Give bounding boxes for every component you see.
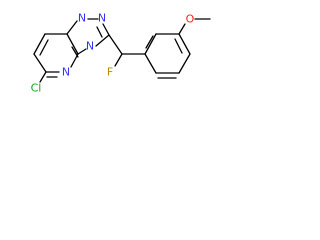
- bond: [95, 34, 110, 47]
- bond: [96, 26, 103, 38]
- atom-oxygen: O: [186, 13, 195, 26]
- bond: [108, 34, 123, 55]
- bond: [39, 71, 47, 83]
- bond: [39, 39, 49, 56]
- atom-n-pyridazine: N: [62, 66, 70, 79]
- bond: [70, 53, 79, 68]
- atom-n-triazole-top: N: [78, 12, 86, 25]
- bond: [77, 48, 87, 55]
- bond: [114, 53, 123, 67]
- atom-fluorine: F: [107, 66, 113, 79]
- bond: [33, 33, 46, 55]
- atom-chlorine: Cl: [31, 82, 42, 95]
- bond: [144, 33, 157, 55]
- bond: [33, 53, 47, 73]
- bond: [66, 20, 78, 35]
- bond: [144, 53, 157, 74]
- bond: [102, 23, 110, 36]
- bond: [66, 33, 79, 55]
- bond: [174, 38, 183, 54]
- bond: [178, 53, 191, 74]
- bond: [178, 33, 191, 55]
- atom-n-triazole-mid: N: [98, 12, 106, 25]
- molecule-structure: N N N N Cl F O: [31, 12, 211, 95]
- bond: [178, 23, 186, 35]
- bond: [145, 35, 154, 49]
- atom-n-bridgehead: N: [86, 40, 94, 53]
